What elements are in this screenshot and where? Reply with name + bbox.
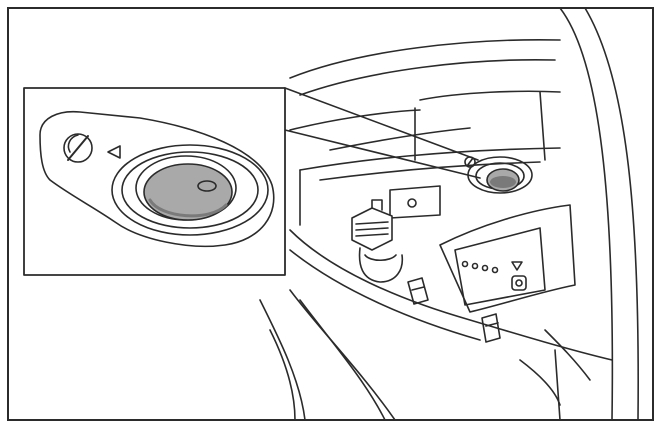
round-push-button-icon: [143, 163, 233, 221]
status-led-icon: [461, 260, 469, 268]
callout-leader-lines: [284, 87, 481, 179]
warning-indicator-icon: [511, 261, 523, 271]
status-panel: [439, 204, 576, 313]
bolt-icon: [407, 198, 417, 208]
power-symbol-icon: [63, 133, 93, 163]
status-led-icon: [471, 262, 479, 270]
inset-button-assembly: [111, 144, 269, 236]
mounting-clips: [407, 277, 501, 343]
charging-port-icon: [511, 275, 527, 291]
vehicle-button-assembly: [464, 156, 533, 194]
status-led-icon: [491, 266, 499, 274]
connector-plug-icon: [351, 199, 404, 283]
status-led-icon: [481, 264, 489, 272]
body-pillar: [559, 8, 639, 420]
lower-body-lines: [259, 229, 613, 420]
hood-panel-lines: [289, 38, 561, 161]
inset-magnified-view: [23, 87, 286, 276]
arrow-indicator-icon: [107, 145, 121, 159]
